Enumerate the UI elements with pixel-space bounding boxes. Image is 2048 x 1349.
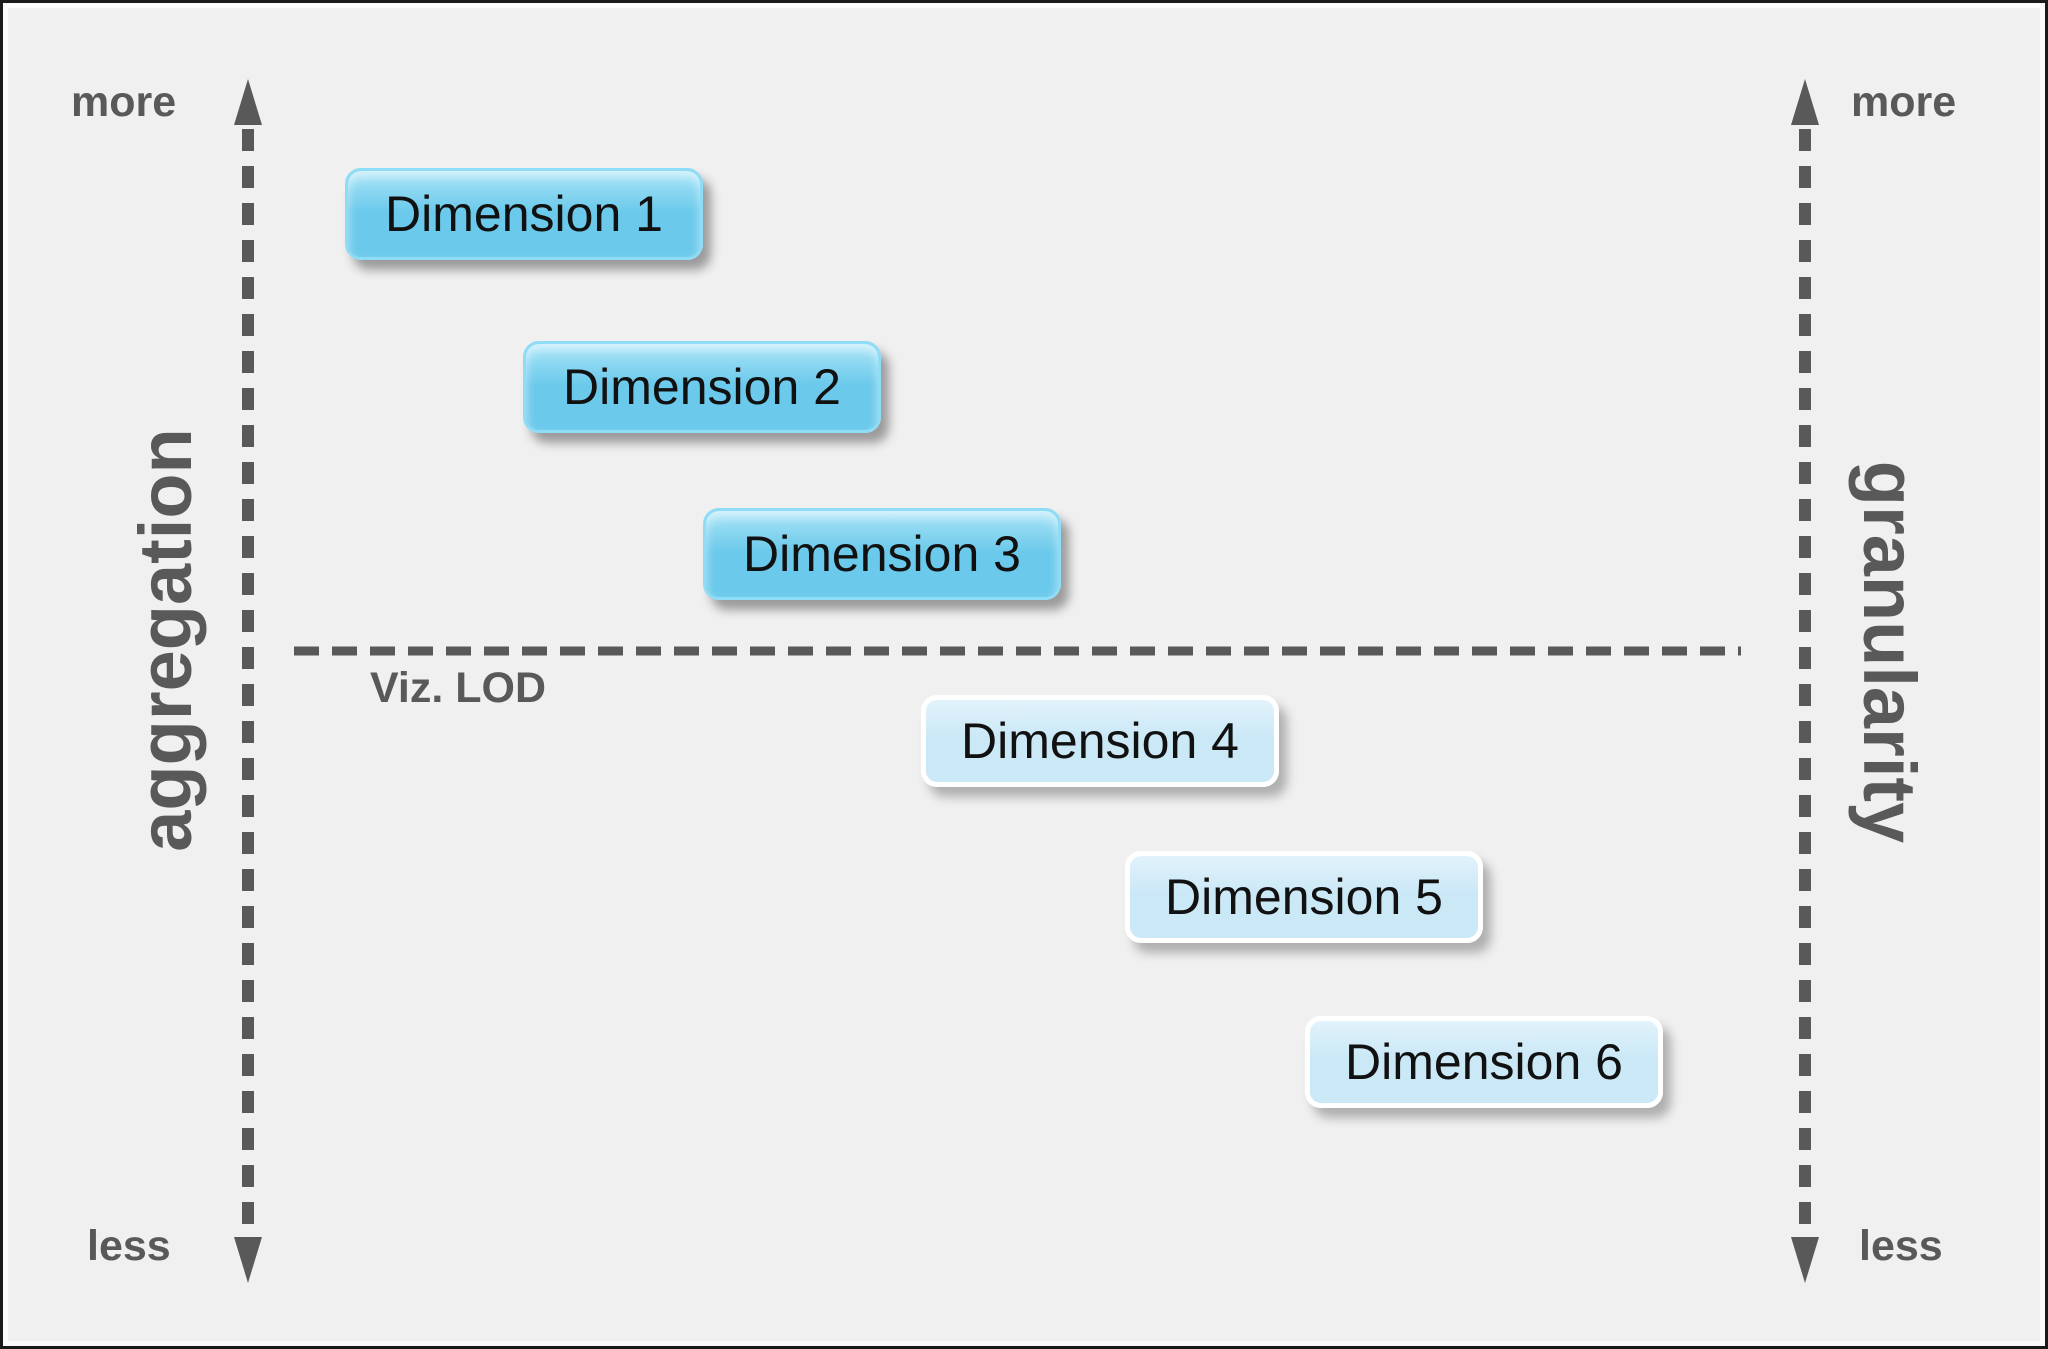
left-axis-title: aggregation xyxy=(124,428,207,852)
viz-lod-label: Viz. LOD xyxy=(370,664,547,712)
dimension-box-2: Dimension 2 xyxy=(523,341,881,433)
right-axis-arrow xyxy=(1791,79,1819,1283)
left-axis-less-label: less xyxy=(87,1222,171,1270)
dimension-box-4: Dimension 4 xyxy=(921,695,1279,787)
right-axis-more-label: more xyxy=(1851,78,1957,126)
dimension-box-5: Dimension 5 xyxy=(1125,851,1483,943)
left-axis-arrow xyxy=(234,79,262,1283)
left-axis-more-label: more xyxy=(71,78,177,126)
right-axis-title: granularity xyxy=(1848,460,1931,844)
dimension-box-3: Dimension 3 xyxy=(703,508,1061,600)
right-axis-less-label: less xyxy=(1859,1222,1943,1270)
dimension-box-1: Dimension 1 xyxy=(345,168,703,260)
dimension-box-6: Dimension 6 xyxy=(1305,1016,1663,1108)
axes-and-lines xyxy=(234,79,1819,1283)
